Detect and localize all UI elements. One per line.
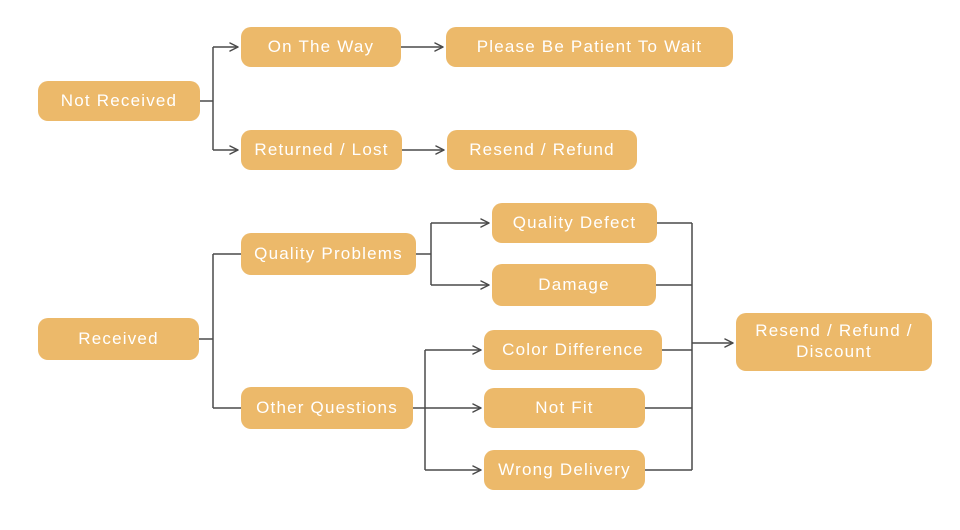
- edges-group: [199, 42, 734, 475]
- node-please-be-patient: Please Be Patient To Wait: [446, 27, 733, 67]
- node-quality-problems: Quality Problems: [241, 233, 416, 275]
- node-damage: Damage: [492, 264, 656, 306]
- node-color-difference: Color Difference: [484, 330, 662, 370]
- node-resend-refund-discount: Resend / Refund / Discount: [736, 313, 932, 371]
- node-other-questions: Other Questions: [241, 387, 413, 429]
- node-resend-refund: Resend / Refund: [447, 130, 637, 170]
- node-quality-defect: Quality Defect: [492, 203, 657, 243]
- node-received: Received: [38, 318, 199, 360]
- node-not-fit: Not Fit: [484, 388, 645, 428]
- node-returned-lost: Returned / Lost: [241, 130, 402, 170]
- node-not-received: Not Received: [38, 81, 200, 121]
- node-on-the-way: On The Way: [241, 27, 401, 67]
- node-wrong-delivery: Wrong Delivery: [484, 450, 645, 490]
